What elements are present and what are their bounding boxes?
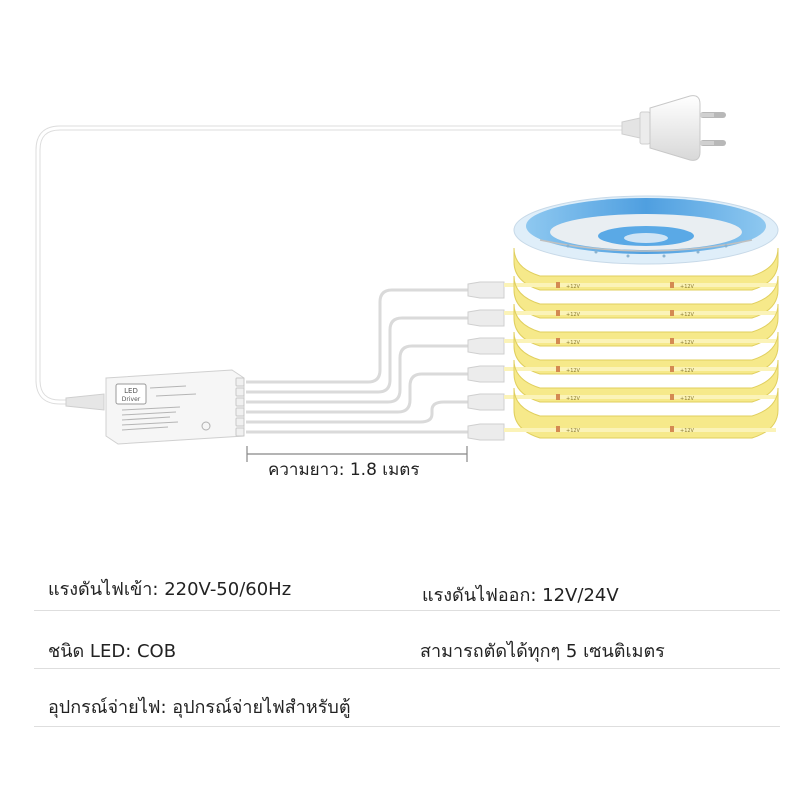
length-label: ความยาว: 1.8 เมตร	[268, 460, 420, 480]
strip-marking: +12V	[566, 284, 581, 290]
spec-cuttable: สามารถตัดได้ทุกๆ 5 เซนติเมตร	[420, 641, 665, 662]
strip-ring-3	[504, 303, 779, 347]
driver-badge-top: LED	[124, 387, 138, 395]
divider	[34, 610, 780, 611]
driver-badge	[115, 383, 147, 405]
eu-plug	[621, 95, 726, 161]
strip-ring-4	[504, 331, 779, 375]
strip-ring-6	[504, 387, 779, 439]
divider	[34, 668, 780, 669]
spec-input-voltage: แรงดันไฟเข้า: 220V-50/60Hz	[48, 579, 292, 600]
strip-marking: +12V	[566, 428, 581, 434]
product-illustration: LED Driver	[35, 95, 779, 462]
spec-output-voltage: แรงดันไฟออก: 12V/24V	[422, 585, 619, 606]
led-driver: LED Driver	[105, 369, 245, 445]
strip-marking: +12V	[566, 396, 581, 402]
strip-marking: +12V	[680, 428, 695, 434]
strip-marking: +12V	[680, 284, 695, 290]
strip-marking: +12V	[680, 340, 695, 346]
cut-pads	[556, 282, 674, 432]
strip-ring-2	[504, 275, 779, 319]
length-dimension	[246, 446, 468, 462]
strip-marking: +12V	[680, 396, 695, 402]
strip-marking: +12V	[566, 312, 581, 318]
led-strip-rings: +12V +12V +12V +12V +12V +12V +12V +12V …	[504, 247, 779, 439]
driver-badge-bottom: Driver	[122, 396, 141, 403]
strip-marking: +12V	[566, 368, 581, 374]
strip-connectors	[467, 281, 505, 441]
strip-marking: +12V	[680, 368, 695, 374]
output-cables	[246, 288, 468, 434]
strip-ring-5	[504, 359, 779, 403]
divider	[34, 726, 780, 727]
power-cable	[35, 125, 628, 405]
strip-ring-1	[504, 247, 779, 291]
spec-led-type: ชนิด LED: COB	[48, 641, 177, 662]
driver-cable-boot	[65, 393, 105, 411]
led-strip-reels	[513, 195, 779, 265]
strip-marking: +12V	[680, 312, 695, 318]
spec-power-supply: อุปกรณ์จ่ายไฟ: อุปกรณ์จ่ายไฟสำหรับตู้	[48, 697, 351, 718]
strip-marking: +12V	[566, 340, 581, 346]
